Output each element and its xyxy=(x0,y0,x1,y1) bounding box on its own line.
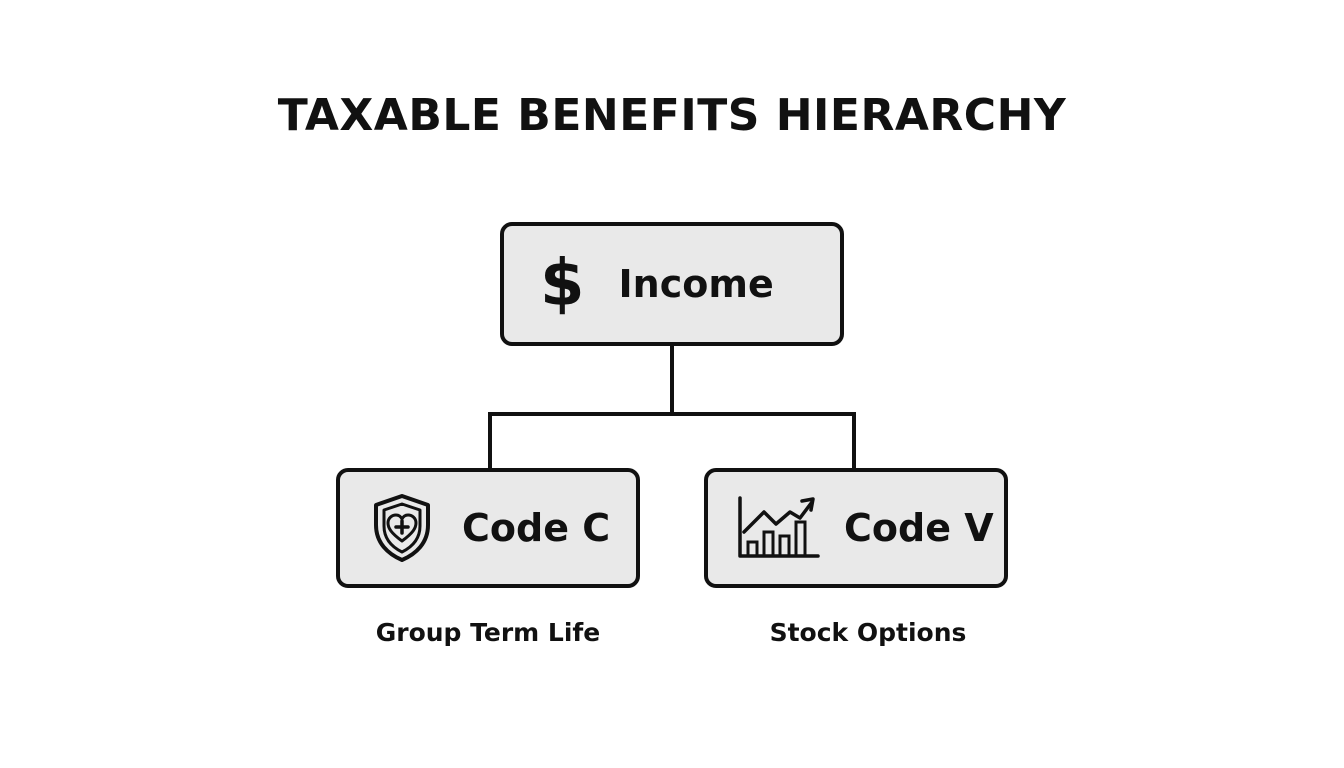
code-v-caption: Stock Options xyxy=(769,618,967,647)
code-c-caption: Group Term Life xyxy=(375,618,601,647)
income-node: $ Income xyxy=(500,222,844,346)
income-label: Income xyxy=(618,262,774,306)
dollar-icon: $ xyxy=(540,252,585,316)
diagram-title: TAXABLE BENEFITS HIERARCHY xyxy=(277,90,1067,141)
heart-shield-icon xyxy=(370,493,434,563)
code-c-node: Code C xyxy=(336,468,640,588)
code-c-label: Code C xyxy=(462,506,611,550)
code-v-node: Code V xyxy=(704,468,1008,588)
dollar-glyph: $ xyxy=(540,247,585,321)
growth-chart-icon xyxy=(736,494,820,562)
code-v-label: Code V xyxy=(844,506,994,550)
